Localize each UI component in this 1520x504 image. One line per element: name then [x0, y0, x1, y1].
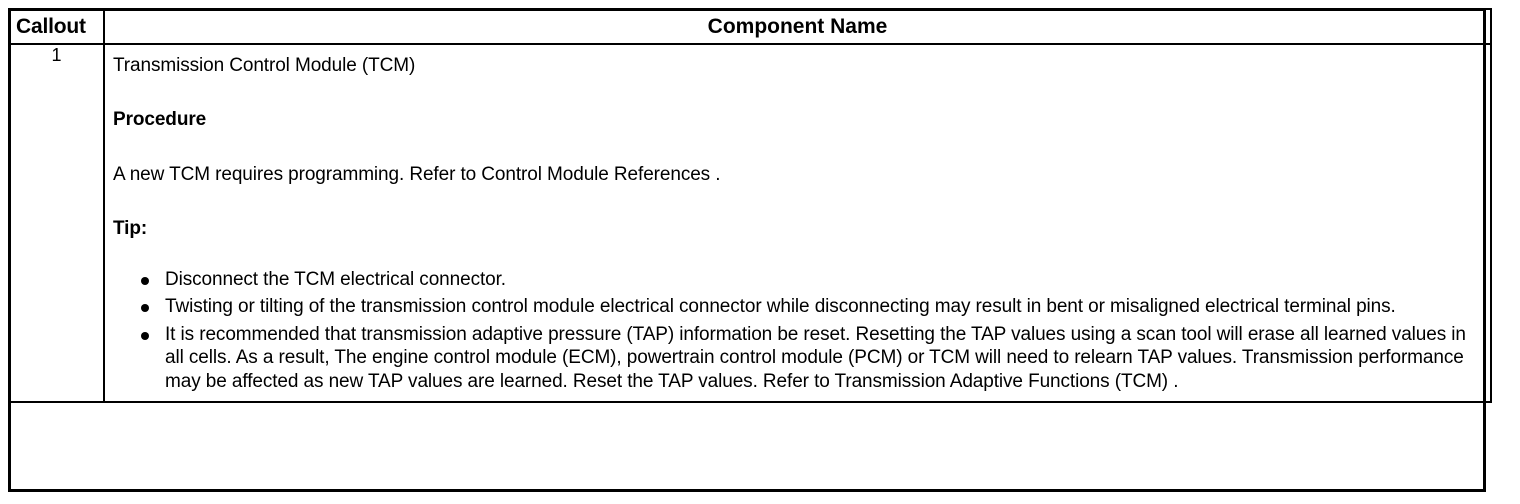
cell-component-details: Transmission Control Module (TCM) Proced…: [103, 42, 1492, 404]
component-title: Transmission Control Module (TCM): [113, 55, 416, 76]
table-header: Callout Component Name: [8, 8, 1492, 45]
column-header-callout: Callout: [8, 8, 105, 45]
procedure-heading: Procedure: [113, 109, 207, 131]
spacer: [113, 186, 1482, 218]
tip-list: Disconnect the TCM electrical connector.…: [113, 268, 1482, 394]
list-item: Twisting or tilting of the transmission …: [141, 295, 1482, 319]
spacer: [113, 241, 1482, 268]
spacer: [113, 132, 1482, 164]
list-item: It is recommended that transmission adap…: [141, 323, 1482, 394]
table-body: 1 Transmission Control Module (TCM) Proc…: [8, 42, 1492, 404]
spacer: [113, 77, 1482, 109]
component-table: Callout Component Name 1 Transmission Co…: [8, 8, 1492, 404]
cell-callout-number: 1: [8, 42, 105, 404]
list-item: Disconnect the TCM electrical connector.: [141, 268, 1482, 292]
procedure-text: A new TCM requires programming. Refer to…: [113, 163, 721, 185]
tip-heading: Tip:: [113, 218, 148, 240]
table-row: 1 Transmission Control Module (TCM) Proc…: [8, 42, 1492, 404]
column-header-component-name: Component Name: [103, 8, 1492, 45]
table-header-row: Callout Component Name: [8, 8, 1492, 45]
